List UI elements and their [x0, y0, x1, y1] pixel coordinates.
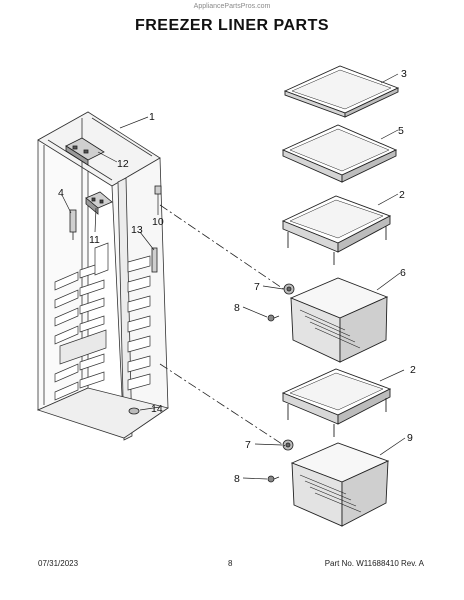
- callout-11: 11: [89, 234, 100, 246]
- callout-13: 13: [131, 224, 143, 236]
- callout-7-lower: 7: [245, 439, 251, 451]
- part-2-framed-shelf-lower: [281, 368, 392, 437]
- callout-10: 10: [152, 216, 164, 228]
- liner-slots-side: [127, 255, 151, 391]
- callout-9: 9: [407, 432, 413, 444]
- callout-14: 14: [151, 403, 163, 415]
- watermark: AppliancePartsPros.com: [193, 3, 271, 10]
- liner-slots-back: [54, 242, 109, 401]
- part-12-housing: [65, 137, 105, 166]
- callout-2-lower: 2: [410, 364, 416, 376]
- assembly-lines: [159, 204, 286, 447]
- footer-date: 07/31/2023: [38, 559, 79, 568]
- part-6-drawer-upper: [289, 277, 389, 363]
- page-title: FREEZER LINER PARTS: [134, 17, 330, 34]
- leader-lines: [61, 73, 406, 480]
- callout-8-lower: 8: [234, 473, 240, 485]
- callout-2-upper: 2: [399, 189, 405, 201]
- part-2-framed-shelf-upper: [281, 195, 392, 265]
- callout-3: 3: [401, 68, 407, 80]
- callout-8-upper: 8: [234, 302, 240, 314]
- part-3-glass-shelf: [283, 65, 400, 118]
- footer-part-number: Part No. W11688410 Rev. A: [324, 559, 424, 568]
- part-7-roller-upper: [283, 283, 295, 295]
- part-13-strip: [151, 247, 158, 273]
- part-10-clip: [154, 185, 162, 195]
- callout-6: 6: [400, 267, 406, 279]
- part-11-bracket: [85, 191, 113, 215]
- footer-page-number: 8: [228, 559, 233, 568]
- part-5-glass-shelf: [281, 124, 398, 183]
- part-4-socket: [69, 209, 77, 240]
- part-14-bumper: [128, 407, 140, 415]
- part-7-roller-lower: [282, 439, 294, 451]
- freezer-liner: [36, 111, 169, 441]
- callout-1: 1: [149, 111, 155, 123]
- part-8-screw-lower: [267, 475, 280, 483]
- callout-4: 4: [58, 187, 64, 199]
- callout-7-upper: 7: [254, 281, 260, 293]
- part-9-drawer-lower: [290, 442, 390, 527]
- callout-5: 5: [398, 125, 404, 137]
- part-8-screw-upper: [267, 314, 280, 322]
- callout-12: 12: [117, 158, 129, 170]
